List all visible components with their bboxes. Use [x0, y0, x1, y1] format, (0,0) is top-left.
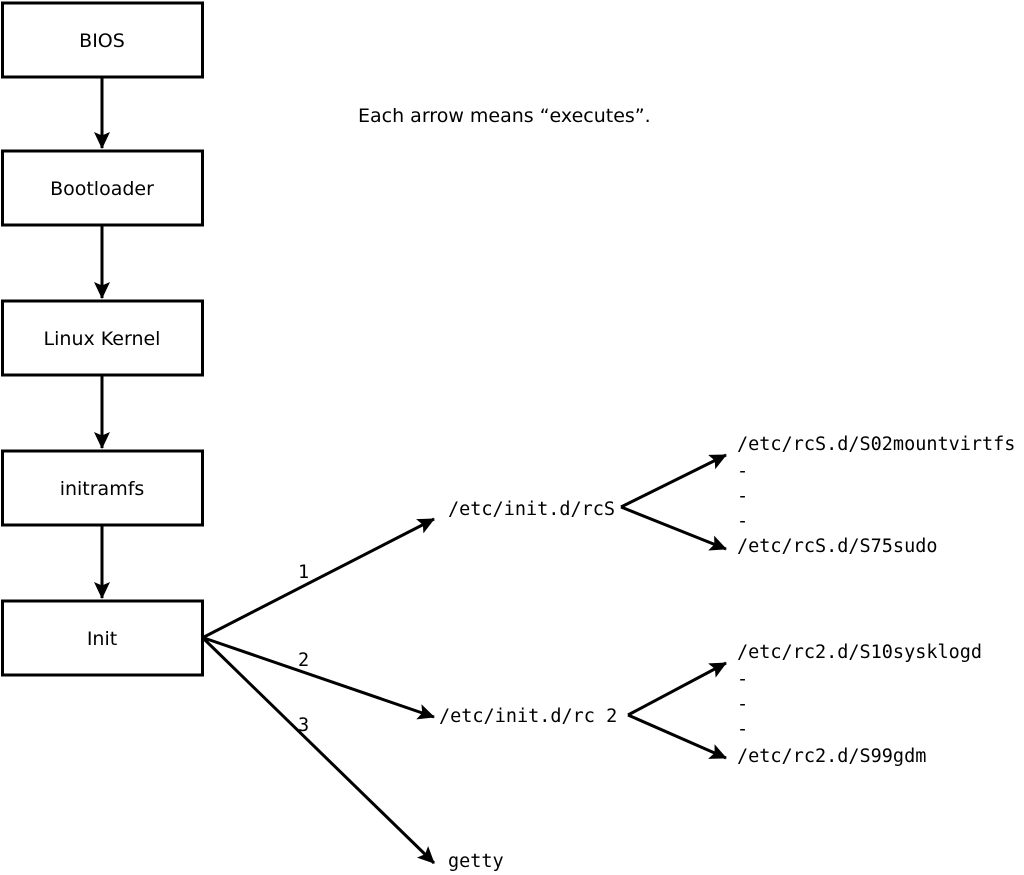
arrow-rc2-to-S99gdm-icon	[627, 713, 727, 760]
bios-label: BIOS	[79, 30, 125, 52]
rc2-script-ellipsis-1: -	[737, 669, 748, 690]
arrow-init-to-getty-icon	[202, 637, 436, 865]
box-bios: BIOS	[1, 1, 204, 79]
box-bootloader: Bootloader	[1, 149, 204, 227]
initramfs-label: initramfs	[60, 478, 145, 500]
linux-kernel-label: Linux Kernel	[44, 328, 161, 350]
rcS-script-S02mountvirtfs: /etc/rcS.d/S02mountvirtfs	[737, 434, 1015, 455]
arrow-rcS-to-S02mountvirtfs-icon	[620, 453, 727, 509]
arrow-rcS-to-S75sudo-icon	[620, 505, 727, 551]
rc2-script-S99gdm: /etc/rc2.d/S99gdm	[737, 746, 926, 767]
init-label: Init	[87, 628, 117, 650]
arrow-init-to-rc2-icon	[203, 636, 435, 720]
rcS-script-S75sudo: /etc/rcS.d/S75sudo	[737, 536, 937, 557]
rc2-script-S10sysklogd: /etc/rc2.d/S10sysklogd	[737, 642, 982, 663]
rcS-script-ellipsis-3: -	[737, 511, 748, 532]
arrow-init-to-rcS-icon	[203, 517, 435, 639]
rcS-script-ellipsis-1: -	[737, 461, 748, 482]
arrow-order-label-2: 2	[298, 650, 309, 671]
rc2-script-ellipsis-2: -	[737, 694, 748, 715]
initramfs-box	[1, 449, 204, 527]
rc2-target-label: /etc/init.d/rc 2	[439, 706, 617, 727]
arrow-rc2-to-S10sysklogd-icon	[627, 661, 727, 717]
rc2-script-ellipsis-3: -	[737, 719, 748, 740]
rcS-target-label: /etc/init.d/rcS	[448, 499, 615, 520]
arrow-order-label-3: 3	[298, 715, 309, 736]
bootloader-label: Bootloader	[50, 178, 154, 200]
bios-box	[1, 1, 204, 79]
init-box	[1, 599, 204, 677]
box-linux-kernel: Linux Kernel	[1, 299, 204, 377]
getty-target-label: getty	[448, 851, 504, 872]
box-init: Init	[1, 599, 204, 677]
box-initramfs: initramfs	[1, 449, 204, 527]
linux-kernel-box	[1, 299, 204, 377]
rcS-script-ellipsis-2: -	[737, 486, 748, 507]
bootloader-box	[1, 149, 204, 227]
arrow-order-label-1: 1	[298, 562, 309, 583]
note-text: Each arrow means “executes”.	[358, 105, 651, 127]
